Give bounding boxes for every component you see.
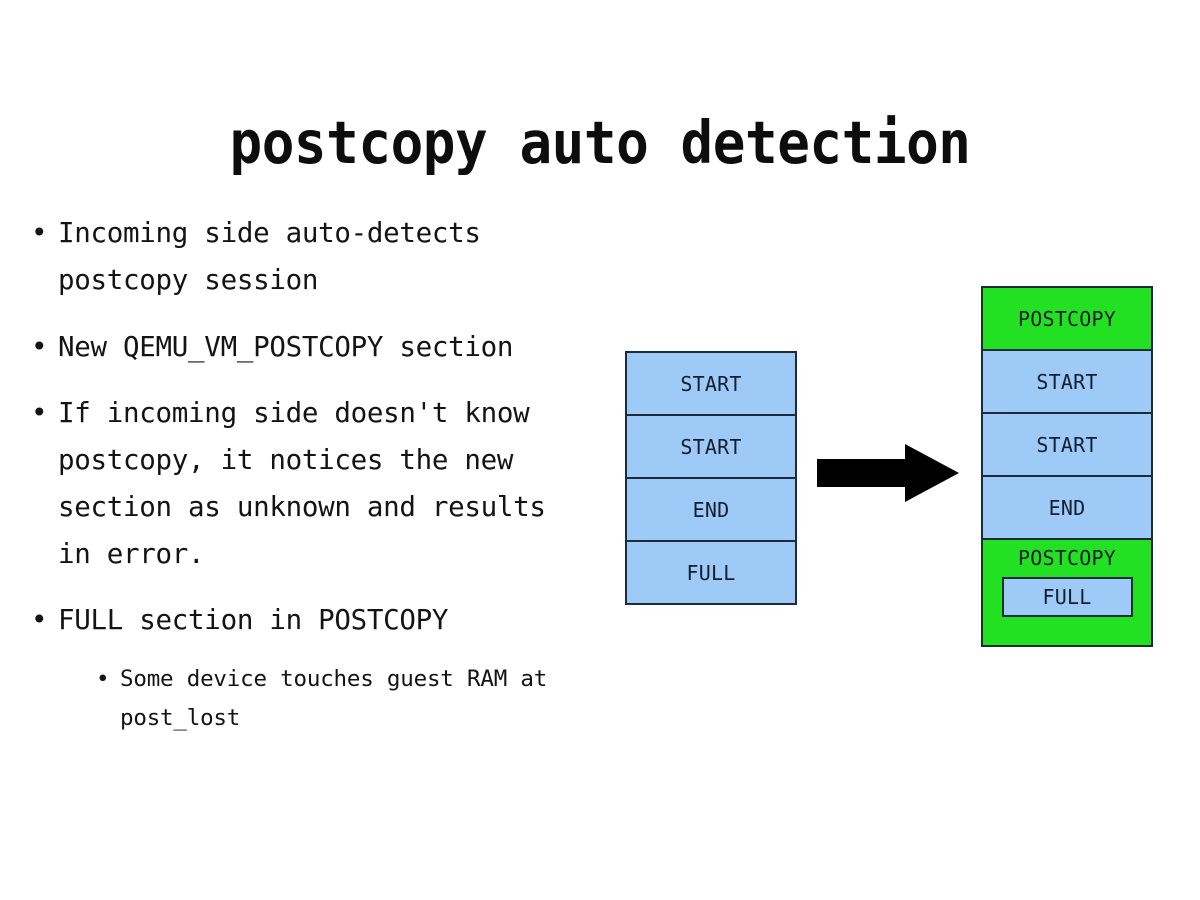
stream-section-label: POSTCOPY <box>1018 306 1116 331</box>
nested-full-section-label: FULL <box>1042 585 1092 609</box>
stream-section-label: START <box>680 371 742 396</box>
nested-full-section: FULL <box>1001 577 1133 617</box>
bullet-marker: • <box>31 217 48 249</box>
stream-section: START <box>981 349 1153 414</box>
migration-stream-without-postcopy: START START END FULL <box>625 351 797 609</box>
stream-section: START <box>981 412 1153 477</box>
slide-title: postcopy auto detection <box>229 107 971 177</box>
bullet-marker: • <box>31 397 48 430</box>
bullet-item: • New QEMU_VM_POSTCOPY section <box>26 324 626 371</box>
stream-section: END <box>981 475 1153 540</box>
stream-section-postcopy: POSTCOPY <box>981 286 1153 351</box>
bullet-text: FULL section in POSTCOPY <box>58 604 449 637</box>
stream-section-label: START <box>1036 432 1098 457</box>
stream-section-label: START <box>680 434 742 459</box>
sub-bullet-text: Some device touches guest RAM at post_lo… <box>120 666 548 731</box>
bullet-list: • Incoming side auto-detects postcopy se… <box>26 210 626 757</box>
bullet-marker: • <box>31 604 48 637</box>
stream-section-label: END <box>692 497 730 522</box>
sub-bullet-list: • Some device touches guest RAM at post_… <box>94 660 626 737</box>
bullet-marker: • <box>31 330 48 363</box>
stream-section: START <box>625 351 797 416</box>
stream-section-label: POSTCOPY <box>1018 546 1116 570</box>
bullet-item: • If incoming side doesn't know postcopy… <box>26 390 626 577</box>
bullet-text: New QEMU_VM_POSTCOPY section <box>58 330 514 363</box>
bullet-text: If incoming side doesn't know postcopy, … <box>58 397 546 570</box>
stream-section: FULL <box>625 540 797 605</box>
stream-section: END <box>625 477 797 542</box>
stream-section: START <box>625 414 797 479</box>
sub-bullet-marker: • <box>96 666 110 692</box>
stream-section-postcopy-full: POSTCOPY FULL <box>981 538 1153 647</box>
migration-stream-with-postcopy: POSTCOPY START START END POSTCOPY FULL <box>981 286 1153 654</box>
sub-bullet-item: • Some device touches guest RAM at post_… <box>94 660 626 737</box>
bullet-text: Incoming side auto-detects postcopy sess… <box>58 217 481 296</box>
stream-section-label: START <box>1036 369 1098 394</box>
stream-section-label: FULL <box>686 560 736 585</box>
right-arrow-icon <box>817 444 959 502</box>
bullet-item: • FULL section in POSTCOPY • Some device… <box>26 597 626 737</box>
stream-section-label: END <box>1048 495 1086 520</box>
bullet-item: • Incoming side auto-detects postcopy se… <box>26 210 626 304</box>
